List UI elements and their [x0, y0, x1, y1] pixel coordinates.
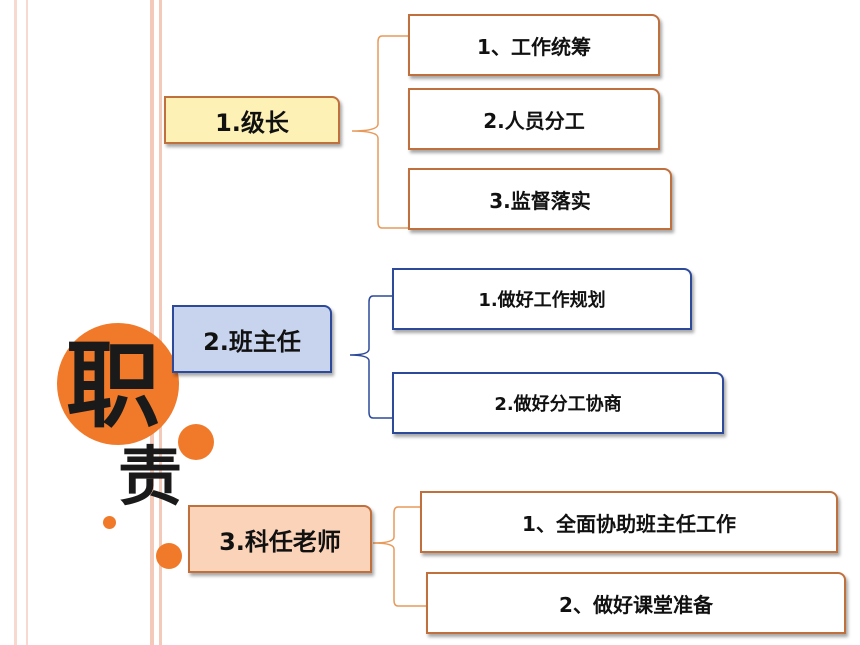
category-box-subject-teacher: 3.科任老师: [188, 505, 372, 573]
medium-orange-circle: [178, 424, 214, 460]
category-box-class-teacher: 2.班主任: [172, 305, 332, 373]
leaf-work-planning: 1.做好工作规划: [392, 268, 692, 330]
title-char-ze: 责: [118, 441, 182, 515]
leaf-staff-division: 2.人员分工: [408, 88, 660, 150]
large-orange-circle: [57, 323, 179, 445]
title-char-zhi: 职: [66, 332, 161, 441]
leaf-assist-class-teacher: 1、全面协助班主任工作: [420, 491, 838, 553]
leaf-supervise-implement: 3.监督落实: [408, 168, 672, 230]
category-box-grade-leader: 1.级长: [164, 96, 340, 144]
bracket-group-2: [349, 295, 392, 419]
bracket-group-1: [351, 35, 408, 229]
leaf-division-consultation: 2.做好分工协商: [392, 372, 724, 434]
decorative-stripes: [0, 0, 168, 645]
tiny-orange-circle: [103, 516, 116, 529]
small-orange-circle: [156, 543, 182, 569]
bracket-group-3: [372, 506, 426, 607]
leaf-work-coordination: 1、工作统筹: [408, 14, 660, 76]
leaf-lesson-preparation: 2、做好课堂准备: [426, 572, 846, 634]
